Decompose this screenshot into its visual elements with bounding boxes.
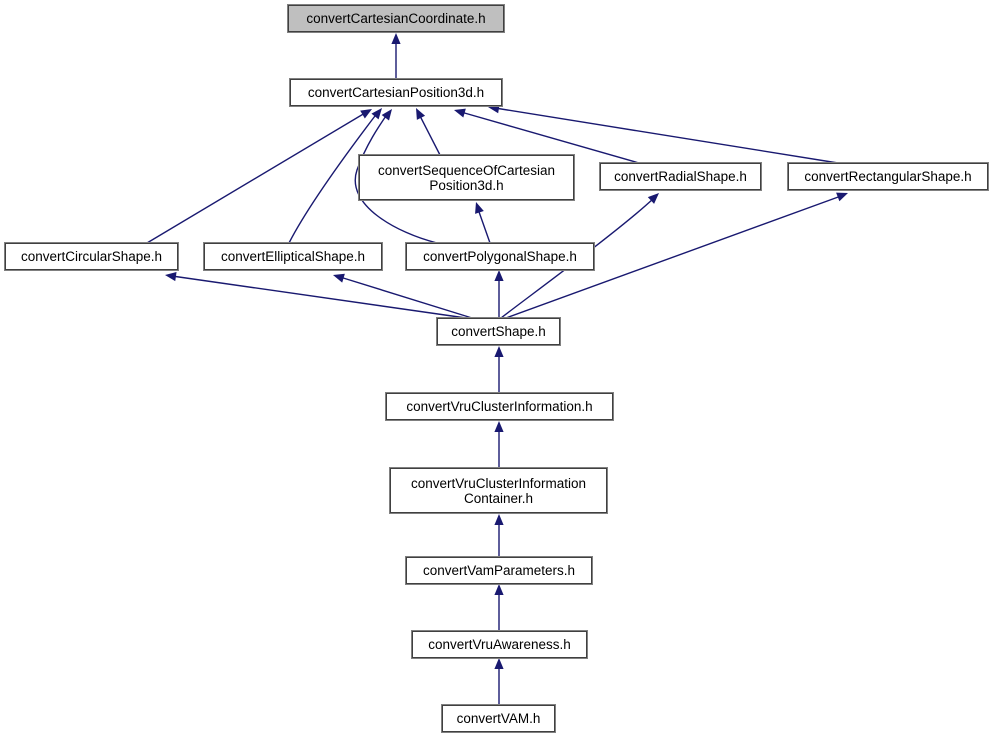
graph-node-circularShape[interactable]: convertCircularShape.h — [4, 242, 179, 271]
graph-edge-arrowhead — [416, 108, 426, 120]
graph-edge-arrowhead — [333, 273, 345, 283]
graph-node-label: convertRadialShape.h — [614, 169, 747, 184]
graph-edge — [494, 107, 839, 164]
graph-node-label: convertPolygonalShape.h — [423, 249, 577, 264]
graph-node-sequenceOfCartesianPosition3d[interactable]: convertSequenceOfCartesian Position3d.h — [358, 154, 575, 201]
graph-node-label: convertCartesianPosition3d.h — [307, 85, 485, 100]
graph-node-polygonalShape[interactable]: convertPolygonalShape.h — [405, 242, 595, 271]
graph-node-radialShape[interactable]: convertRadialShape.h — [599, 162, 762, 191]
graph-node-rectangularShape[interactable]: convertRectangularShape.h — [787, 162, 989, 191]
graph-node-vruClusterInformationContainer[interactable]: convertVruClusterInformation Container.h — [389, 467, 608, 514]
graph-edge-arrowhead — [371, 108, 382, 120]
graph-node-label: convertVamParameters.h — [422, 563, 576, 578]
graph-edge-arrowhead — [494, 658, 504, 669]
graph-edge-arrowhead — [494, 346, 504, 357]
graph-edge — [477, 208, 491, 244]
graph-edge-arrowhead — [360, 109, 372, 119]
graph-node-vruAwareness[interactable]: convertVruAwareness.h — [411, 630, 588, 659]
graph-edge-arrowhead — [381, 109, 392, 121]
graph-edge-arrowhead — [454, 108, 466, 118]
graph-node-vam[interactable]: convertVAM.h — [441, 704, 556, 733]
graph-edge — [460, 111, 640, 164]
graph-node-cartesianPosition3d[interactable]: convertCartesianPosition3d.h — [289, 78, 503, 107]
graph-edge — [354, 112, 438, 244]
graph-edge — [288, 111, 379, 244]
graph-node-label: convertRectangularShape.h — [804, 169, 972, 184]
graph-edge-arrowhead — [494, 421, 504, 432]
graph-node-label: convertSequenceOfCartesian Position3d.h — [377, 162, 556, 193]
graph-edge — [171, 275, 467, 319]
graph-node-label: convertCartesianCoordinate.h — [306, 11, 486, 26]
graph-edge — [146, 112, 366, 244]
graph-node-cartesianCoordinate: convertCartesianCoordinate.h — [287, 4, 505, 33]
graph-edge-arrowhead — [165, 272, 177, 282]
graph-edge-arrowhead — [391, 33, 401, 44]
graph-edge-arrowhead — [494, 270, 504, 281]
graph-edge-arrowhead — [647, 193, 659, 204]
graph-node-label: convertVruAwareness.h — [428, 637, 571, 652]
graph-edge — [339, 276, 473, 319]
graph-node-label: convertShape.h — [451, 324, 546, 339]
graph-edge-arrowhead — [836, 192, 848, 202]
graph-edge-arrowhead — [475, 202, 484, 214]
graph-edge — [418, 113, 441, 156]
graph-node-shape[interactable]: convertShape.h — [436, 317, 561, 346]
graph-edge — [505, 195, 842, 319]
graph-node-label: convertVruClusterInformation Container.h — [410, 475, 587, 506]
graph-node-label: convertVAM.h — [456, 711, 541, 726]
graph-edge-arrowhead — [488, 104, 500, 114]
graph-node-vamParameters[interactable]: convertVamParameters.h — [405, 556, 593, 585]
graph-edge-arrowhead — [494, 514, 504, 525]
graph-node-vruClusterInformation[interactable]: convertVruClusterInformation.h — [385, 392, 614, 421]
graph-node-ellipticalShape[interactable]: convertEllipticalShape.h — [203, 242, 383, 271]
graph-node-label: convertEllipticalShape.h — [220, 249, 366, 264]
graph-node-label: convertVruClusterInformation.h — [406, 399, 593, 414]
graph-node-label: convertCircularShape.h — [20, 249, 163, 264]
graph-edge-arrowhead — [494, 584, 504, 595]
